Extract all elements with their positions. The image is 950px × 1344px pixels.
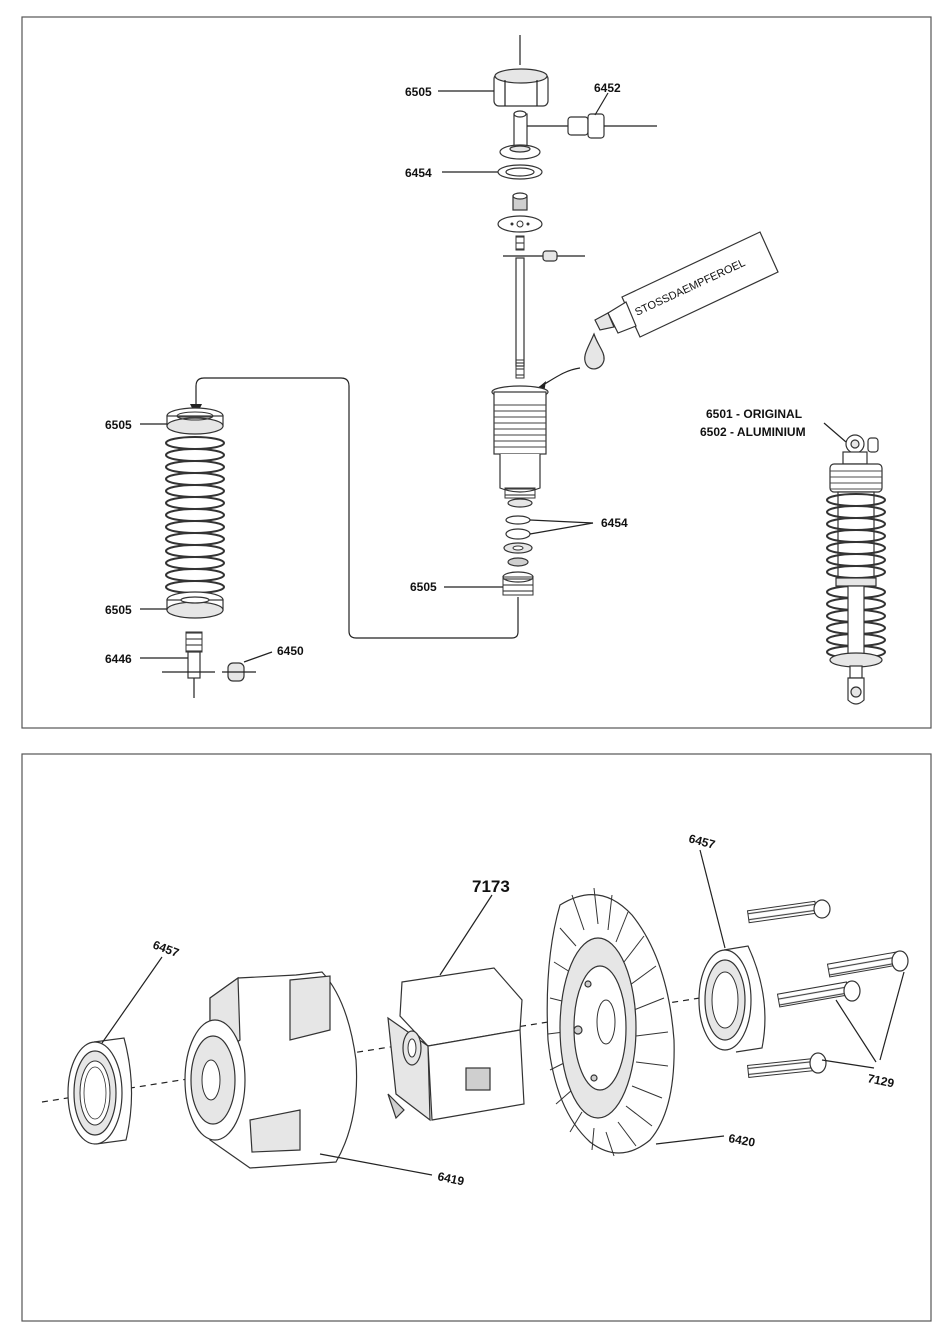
label-6501-original: 6501 - ORIGINAL xyxy=(706,407,802,421)
label-6502-aluminium: 6502 - ALUMINIUM xyxy=(700,425,806,439)
leader-6454-bottom-a xyxy=(530,520,593,523)
label-6505-spring-top: 6505 xyxy=(105,418,132,432)
label-6454-top: 6454 xyxy=(405,166,432,180)
upper-ball-stud-part xyxy=(514,111,657,146)
label-7129: 7129 xyxy=(866,1071,895,1090)
leader-7129-b xyxy=(836,1000,876,1062)
shock-shaft-part xyxy=(503,236,585,378)
label-6420: 6420 xyxy=(727,1131,756,1149)
ring-gear-part xyxy=(547,888,674,1156)
leader-7129-a xyxy=(880,972,904,1060)
label-6452: 6452 xyxy=(594,81,621,95)
label-6446: 6446 xyxy=(105,652,132,666)
label-6454-bottom: 6454 xyxy=(601,516,628,530)
leader-7129-c xyxy=(822,1060,874,1068)
label-6457-right: 6457 xyxy=(687,831,717,852)
rod-end-part xyxy=(162,632,215,698)
piston-part xyxy=(498,216,542,232)
top-oring-part xyxy=(498,165,542,179)
lower-seals-part xyxy=(504,516,532,566)
leader-6420 xyxy=(656,1136,724,1144)
leader-6452 xyxy=(595,93,608,115)
label-6457-left: 6457 xyxy=(151,938,181,960)
leader-6457-left xyxy=(102,957,162,1043)
assembly-route-line xyxy=(196,378,518,638)
left-bearing-part xyxy=(68,1038,132,1144)
diff-case-part xyxy=(185,972,357,1168)
label-7173: 7173 xyxy=(472,877,510,896)
spring-retainer-part xyxy=(167,592,223,618)
label-6505-bottom-cap: 6505 xyxy=(410,580,437,594)
leader-6457-right xyxy=(700,850,725,948)
label-6505-top: 6505 xyxy=(405,85,432,99)
label-6505-retainer: 6505 xyxy=(105,603,132,617)
leader-6419 xyxy=(320,1154,432,1175)
leader-6450 xyxy=(244,652,272,662)
shock-oil-tube: STOSSDAEMPFEROEL xyxy=(595,232,778,337)
label-6419: 6419 xyxy=(436,1169,465,1188)
oil-drop-icon xyxy=(585,334,604,369)
spring-top-cap-part xyxy=(167,408,223,434)
coil-spring-part xyxy=(166,437,224,593)
shock-panel-frame xyxy=(22,17,931,728)
leader-6454-bottom-b xyxy=(530,523,593,534)
screws-part xyxy=(747,900,908,1077)
bottom-cap-part xyxy=(503,572,533,595)
piston-nut-part xyxy=(513,193,527,210)
right-bearing-part xyxy=(699,946,765,1052)
shock-body-part xyxy=(492,386,548,507)
seal-cap-part xyxy=(500,145,540,159)
spool-insert-part xyxy=(388,968,524,1120)
label-6450: 6450 xyxy=(277,644,304,658)
assembled-shock-part xyxy=(827,435,885,704)
pivot-ball-part xyxy=(222,663,256,681)
leader-7173 xyxy=(440,895,492,975)
top-cap-part xyxy=(494,69,548,106)
leader-6501 xyxy=(824,423,846,442)
